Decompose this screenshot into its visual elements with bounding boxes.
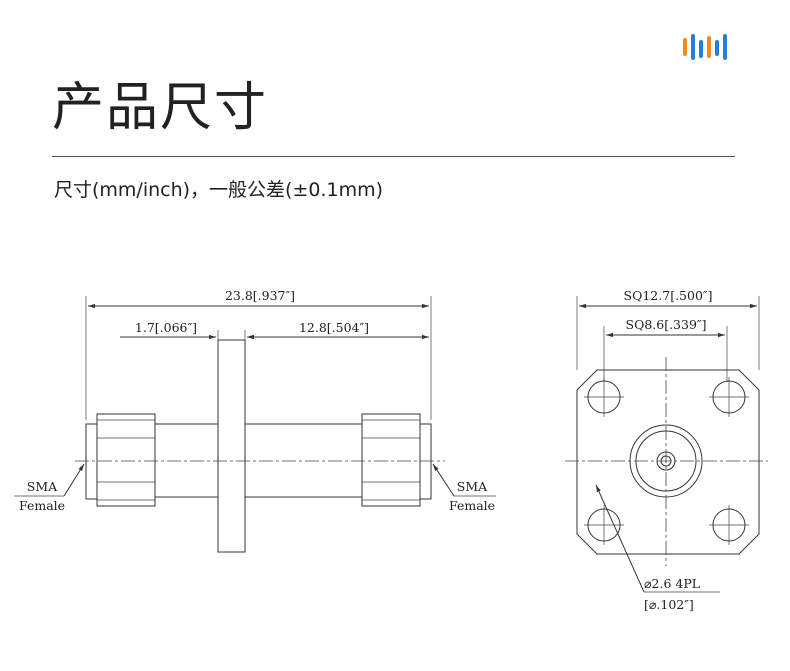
overall-length-label: 23.8[.937″] (225, 288, 295, 303)
right-connector-gender: Female (449, 498, 495, 513)
left-connector-type: SMA (27, 479, 58, 494)
page-title: 产品尺寸 (52, 78, 269, 138)
front-view: SQ12.7[.500″] SQ8.6[.339″] ⌀2.6 4PL [⌀.1… (565, 288, 768, 612)
flange-square-label: SQ12.7[.500″] (624, 288, 713, 303)
hole-spacing-label: SQ8.6[.339″] (626, 317, 707, 332)
flange-thickness-label: 1.7[.066″] (135, 320, 197, 335)
hole-diameter-inch-label: [⌀.102″] (644, 597, 694, 612)
left-connector-gender: Female (19, 498, 65, 513)
hole-diameter-label: ⌀2.6 4PL (644, 576, 700, 591)
right-connector-type: SMA (457, 479, 488, 494)
sound-wave-logo-icon (683, 34, 727, 60)
side-view: 23.8[.937″] 1.7[.066″] 12.8[.504″] (14, 288, 496, 553)
flange-outline (576, 369, 760, 555)
right-length-label: 12.8[.504″] (299, 320, 369, 335)
dimension-note: 尺寸(mm/inch)，一般公差(±0.1mm) (54, 179, 384, 201)
title-divider (52, 156, 735, 157)
